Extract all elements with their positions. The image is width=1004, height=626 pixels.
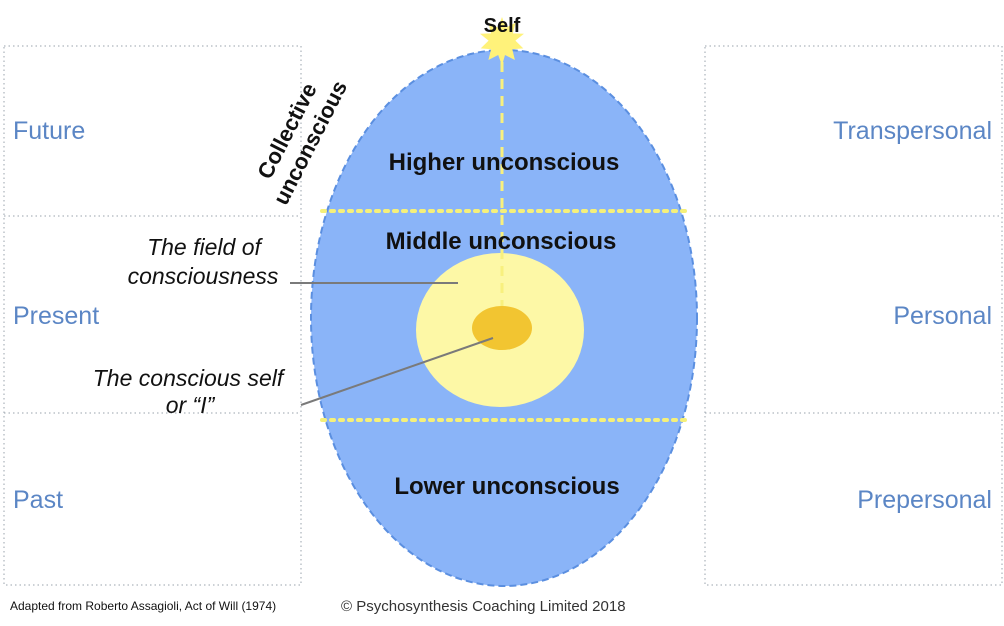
higher-unconscious-label: Higher unconscious — [389, 149, 620, 176]
label-future: Future — [13, 117, 85, 145]
copyright-notice: © Psychosynthesis Coaching Limited 2018 — [341, 598, 626, 615]
left-panel — [3, 45, 302, 586]
self-pointer-line — [300, 337, 494, 406]
label-present: Present — [13, 302, 99, 330]
label-transpersonal: Transpersonal — [833, 117, 992, 145]
label-past: Past — [13, 486, 63, 514]
right-panel — [704, 45, 1003, 586]
field-annotation-line1: The field of — [147, 234, 263, 260]
label-prepersonal: Prepersonal — [857, 486, 992, 514]
conscious-self-center — [472, 306, 532, 350]
self-label: Self — [484, 15, 521, 37]
lower-unconscious-label: Lower unconscious — [394, 473, 619, 500]
field-annotation-line2: consciousness — [128, 263, 279, 289]
self-annotation-line2: or “I” — [166, 392, 216, 418]
self-annotation-line1: The conscious self — [93, 365, 286, 391]
middle-unconscious-label: Middle unconscious — [386, 228, 617, 255]
label-personal: Personal — [893, 302, 992, 330]
self-star-icon — [480, 17, 524, 66]
source-credit: Adapted from Roberto Assagioli, Act of W… — [10, 599, 276, 613]
